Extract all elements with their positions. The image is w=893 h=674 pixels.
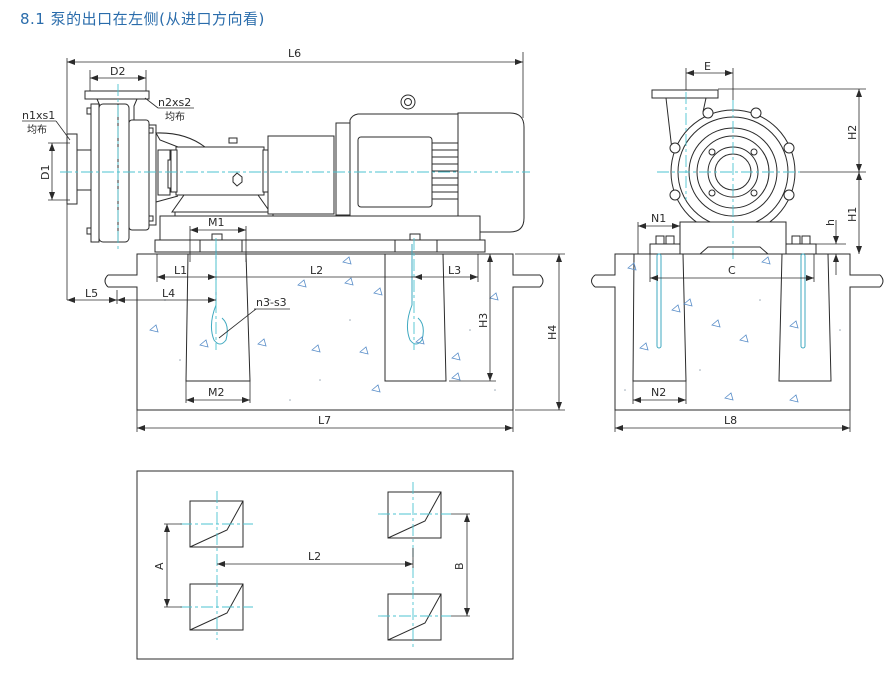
dim-L8: L8 (614, 410, 851, 432)
plan-view: A B L2 (136, 470, 514, 660)
label-h: h (824, 219, 837, 226)
dim-L2-plan: L2 (217, 548, 414, 568)
coupling-guard (267, 135, 335, 215)
note-n2xs2: n2xs2 均布 (144, 96, 194, 123)
label-A: A (153, 562, 166, 570)
dim-M1: M1 (189, 216, 247, 262)
dim-N2: N2 (632, 381, 687, 404)
pump-casing (66, 90, 157, 243)
note-n3s3: n3-s3 (218, 296, 290, 339)
label-M2: M2 (208, 386, 225, 399)
label-L3: L3 (448, 264, 461, 277)
end-casing (669, 107, 796, 235)
dim-C: C (649, 254, 815, 282)
label-L8: L8 (724, 414, 737, 427)
label-B: B (453, 562, 466, 570)
label-L4: L4 (162, 287, 175, 300)
label-H2: H2 (846, 125, 859, 140)
dim-E: E (685, 60, 734, 100)
label-E: E (704, 60, 711, 73)
dim-L1-L2-L3: L1 L2 L3 (156, 254, 479, 282)
end-foundation (591, 253, 884, 411)
dim-L7: L7 (136, 410, 514, 432)
label-N1: N1 (651, 212, 666, 225)
anchor-pocket-top-right (387, 491, 442, 539)
dim-L4-L5: L5 L4 (67, 287, 216, 304)
side-view: L6 D2 (22, 47, 565, 432)
dim-A: A (153, 523, 182, 608)
bearing-frame (155, 132, 274, 217)
plan-outline (136, 470, 514, 660)
label-H3: H3 (477, 313, 490, 328)
label-L1: L1 (174, 264, 187, 277)
label-L6: L6 (288, 47, 301, 60)
dim-H1-H2-h: H2 H1 h (718, 88, 866, 275)
dim-D1: D1 (39, 142, 70, 201)
label-L2: L2 (310, 264, 323, 277)
anchor-pocket-bottom-right (387, 593, 442, 641)
end-view: E (591, 60, 884, 432)
label-H4: H4 (546, 325, 559, 340)
dim-M2: M2 (185, 381, 251, 403)
label-H1: H1 (846, 207, 859, 222)
label-n2xs2: n2xs2 (158, 96, 191, 109)
label-n1-note: 均布 (27, 124, 47, 136)
note-n1xs1: n1xs1 均布 (22, 109, 71, 141)
motor (335, 94, 525, 243)
dim-B: B (451, 513, 470, 617)
label-n3s3: n3-s3 (256, 296, 287, 309)
label-C: C (728, 264, 736, 277)
dim-H3-H4: H3 H4 (449, 253, 565, 411)
label-M1: M1 (208, 216, 225, 229)
label-L5: L5 (85, 287, 98, 300)
label-n1xs1: n1xs1 (22, 109, 55, 122)
dim-D2: D2 (89, 65, 147, 92)
label-D2: D2 (110, 65, 125, 78)
section-title: 8.1 泵的出口在左侧(从进口方向看) (20, 10, 265, 28)
end-discharge-flange (651, 89, 719, 99)
label-n2-note: 均布 (165, 111, 185, 123)
base-plate (154, 215, 486, 253)
label-L7: L7 (318, 414, 331, 427)
label-L2-plan: L2 (308, 550, 321, 563)
dim-N1: N1 (637, 212, 681, 254)
label-D1: D1 (39, 165, 52, 180)
foundation (104, 238, 544, 411)
label-N2: N2 (651, 386, 666, 399)
